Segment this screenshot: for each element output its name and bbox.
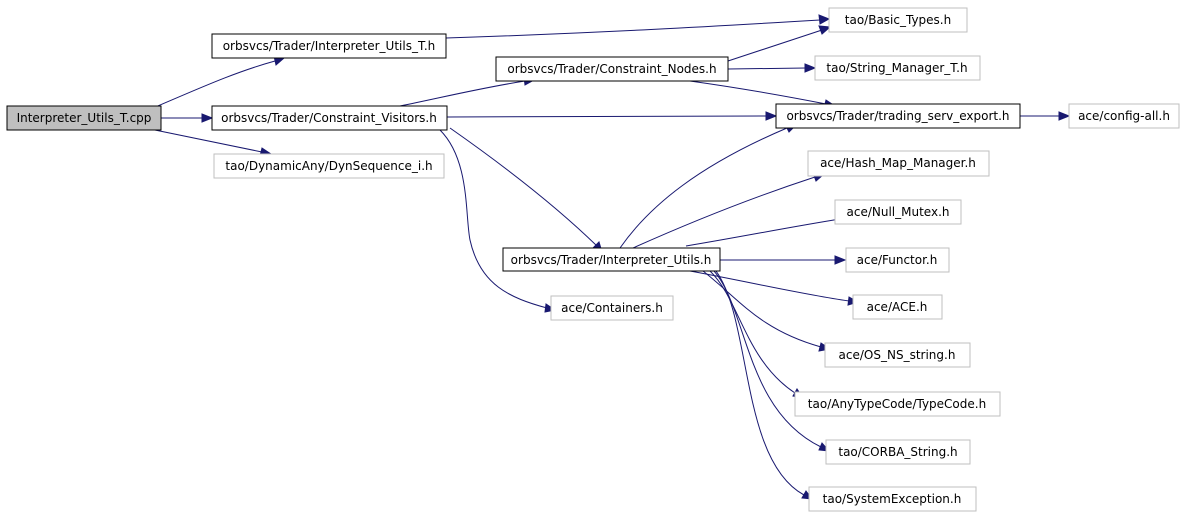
node-label: orbsvcs/Trader/Constraint_Nodes.h [507, 62, 716, 76]
arrowhead-config-all [1058, 111, 1071, 121]
edge-constraint-visitors-to-containers [439, 129, 548, 309]
edge-constraint-visitors-to-constraint-nodes [399, 80, 526, 107]
edge-interp-utils-t-to-basic-types [445, 19, 821, 39]
edge-interp-utils-to-os-ns-string [702, 270, 822, 348]
edge-constraint-nodes-to-basic-types [727, 29, 823, 62]
node-label: ace/Functor.h [857, 253, 938, 267]
node-label: ace/Null_Mutex.h [847, 205, 950, 219]
node-ace-h[interactable]: ace/ACE.h [852, 294, 943, 320]
node-label: tao/AnyTypeCode/TypeCode.h [808, 397, 986, 411]
edge-constraint-visitors-to-interp-utils [449, 127, 598, 247]
node-os-ns-string-h[interactable]: ace/OS_NS_string.h [824, 342, 971, 368]
edge-constraint-nodes-to-string-manager [727, 67, 807, 70]
node-null-mutex-h[interactable]: ace/Null_Mutex.h [834, 199, 962, 225]
edge-interp-utils-to-ace [689, 270, 850, 302]
node-label: ace/config-all.h [1078, 109, 1170, 123]
edge-constraint-visitors-to-trading-serv-export [446, 115, 768, 118]
node-string-manager-t-h[interactable]: tao/String_Manager_T.h [814, 55, 981, 81]
edge-interp-utils-to-hash-map-manager [632, 176, 816, 249]
node-label: tao/SystemException.h [823, 492, 962, 506]
edge-root-to-dynsequence [149, 128, 263, 153]
arrowhead-basic-types-2 [818, 25, 832, 35]
edge-constraint-nodes-to-trading-serv-export [689, 80, 827, 105]
node-trading-serv-export-h[interactable]: orbsvcs/Trader/trading_serv_export.h [775, 103, 1021, 129]
edge-interp-utils-to-system-exception [715, 270, 805, 496]
node-dynsequence-i-h[interactable]: tao/DynamicAny/DynSequence_i.h [213, 153, 445, 179]
graph-edges [149, 19, 1060, 496]
edge-interp-utils-to-null-mutex [685, 218, 841, 247]
node-system-exception-h[interactable]: tao/SystemException.h [808, 486, 977, 512]
node-label: tao/DynamicAny/DynSequence_i.h [225, 159, 432, 173]
edge-root-to-interp-utils-t [152, 60, 276, 109]
node-label: orbsvcs/Trader/Constraint_Visitors.h [221, 111, 437, 125]
node-label: ace/ACE.h [867, 300, 928, 314]
node-containers-h[interactable]: ace/Containers.h [550, 295, 674, 321]
node-corba-string-h[interactable]: tao/CORBA_String.h [825, 439, 971, 465]
node-interpreter-utils-t-h[interactable]: orbsvcs/Trader/Interpreter_Utils_T.h [211, 33, 447, 59]
node-label: tao/Basic_Types.h [845, 13, 951, 27]
node-label: ace/Containers.h [561, 301, 663, 315]
arrowhead-string-manager [804, 63, 817, 73]
node-constraint-nodes-h[interactable]: orbsvcs/Trader/Constraint_Nodes.h [495, 56, 729, 82]
node-hash-map-manager-h[interactable]: ace/Hash_Map_Manager.h [807, 150, 990, 177]
edge-interp-utils-to-typecode [709, 270, 796, 394]
arrowhead-basic-types-1 [818, 14, 831, 25]
node-basic-types-h[interactable]: tao/Basic_Types.h [828, 7, 968, 33]
node-constraint-visitors-h[interactable]: orbsvcs/Trader/Constraint_Visitors.h [211, 105, 448, 131]
edge-interp-utils-to-corba-string [713, 270, 822, 448]
node-label: Interpreter_Utils_T.cpp [17, 111, 152, 125]
node-label: ace/Hash_Map_Manager.h [820, 156, 976, 170]
node-interpreter-utils-t-cpp[interactable]: Interpreter_Utils_T.cpp [6, 105, 162, 131]
graph-nodes: Interpreter_Utils_T.cpp orbsvcs/Trader/I… [6, 7, 1180, 512]
node-interpreter-utils-h[interactable]: orbsvcs/Trader/Interpreter_Utils.h [502, 247, 721, 272]
arrowhead-constraint-visitors [201, 113, 214, 123]
node-functor-h[interactable]: ace/Functor.h [845, 247, 950, 273]
node-label: orbsvcs/Trader/Interpreter_Utils_T.h [223, 39, 436, 53]
arrowhead-functor [834, 255, 847, 265]
node-label: tao/String_Manager_T.h [826, 61, 967, 75]
node-label: orbsvcs/Trader/trading_serv_export.h [786, 109, 1009, 123]
node-config-all-h[interactable]: ace/config-all.h [1068, 103, 1180, 129]
node-label: orbsvcs/Trader/Interpreter_Utils.h [511, 253, 712, 267]
node-label: tao/CORBA_String.h [838, 445, 957, 459]
edge-interp-utils-to-trading-serv-export [619, 127, 788, 249]
arrowhead-trading-serv-export-2 [765, 111, 778, 121]
node-label: ace/OS_NS_string.h [839, 348, 956, 362]
node-typecode-h[interactable]: tao/AnyTypeCode/TypeCode.h [794, 391, 1001, 417]
